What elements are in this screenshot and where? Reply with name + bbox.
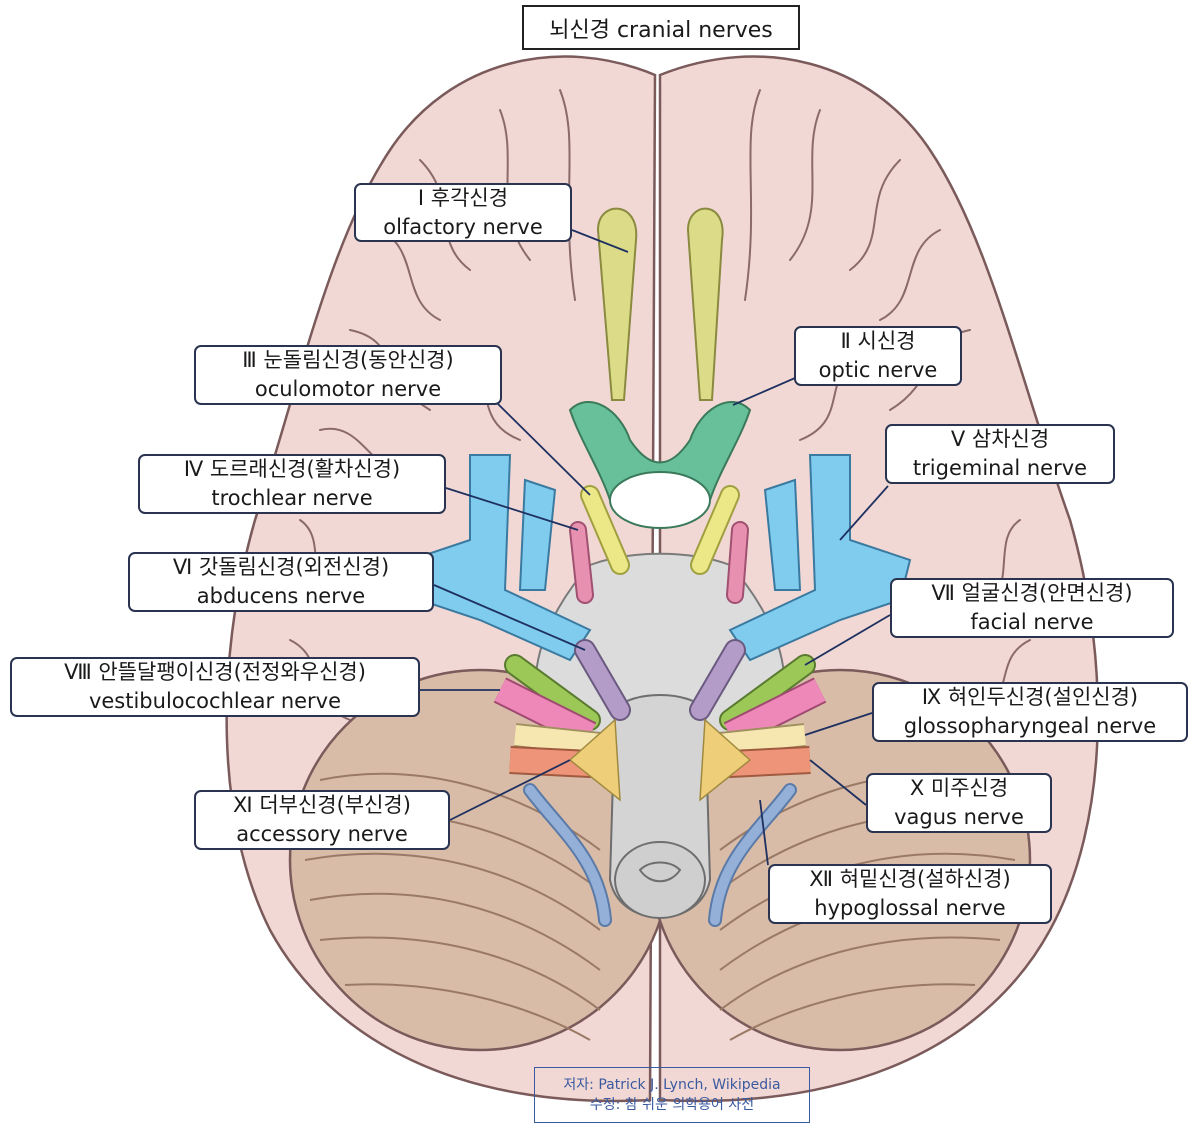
label-oculomotor-korean: Ⅲ 눈돌림신경(동안신경) xyxy=(242,348,454,372)
label-accessory: Ⅺ 더부신경(부신경) accessory nerve xyxy=(194,790,450,850)
label-trochlear-english: trochlear nerve xyxy=(211,486,373,510)
brainstem xyxy=(535,552,785,919)
optic-chiasm xyxy=(568,400,752,529)
credit-modifier: 수정: 참 쉬운 의학용어 사전 xyxy=(589,1097,755,1113)
label-abducens-english: abducens nerve xyxy=(196,584,366,608)
label-trigeminal-english: trigeminal nerve xyxy=(912,456,1088,480)
label-vestibulocochlear-english: vestibulocochlear nerve xyxy=(88,689,342,713)
label-vestibulocochlear-korean: Ⅷ 안뜰달팽이신경(전정와우신경) xyxy=(64,660,366,684)
label-olfactory-english: olfactory nerve xyxy=(383,214,543,239)
label-hypoglossal-korean: Ⅻ 혀밑신경(설하신경) xyxy=(809,867,1011,891)
oculomotor-nerves xyxy=(580,485,740,575)
label-facial-english: facial nerve xyxy=(970,610,1094,634)
label-glossopharyngeal-english: glossopharyngeal nerve xyxy=(903,714,1157,738)
label-vestibulocochlear: Ⅷ 안뜰달팽이신경(전정와우신경) vestibulocochlear nerv… xyxy=(10,657,420,717)
label-optic: Ⅱ 시신경 optic nerve xyxy=(794,326,962,386)
label-glossopharyngeal-korean: Ⅸ 혀인두신경(설인신경) xyxy=(921,685,1139,709)
label-accessory-english: accessory nerve xyxy=(236,822,408,846)
label-glossopharyngeal: Ⅸ 혀인두신경(설인신경) glossopharyngeal nerve xyxy=(872,682,1188,742)
label-hypoglossal: Ⅻ 혀밑신경(설하신경) hypoglossal nerve xyxy=(768,864,1052,924)
label-optic-korean: Ⅱ 시신경 xyxy=(840,329,916,353)
label-optic-english: optic nerve xyxy=(818,358,938,382)
label-trigeminal: Ⅴ 삼차신경 trigeminal nerve xyxy=(885,424,1115,484)
credit-author: 저자: Patrick J. Lynch, Wikipedia xyxy=(563,1077,781,1093)
label-vagus-korean: Ⅹ 미주신경 xyxy=(909,776,1009,800)
label-vagus: Ⅹ 미주신경 vagus nerve xyxy=(866,773,1052,833)
leader-lines xyxy=(420,229,891,866)
image-credit: 저자: Patrick J. Lynch, Wikipedia 수정: 참 쉬운… xyxy=(534,1067,810,1123)
trochlear-nerves xyxy=(569,521,749,604)
hypoglossal-nerves xyxy=(523,783,797,927)
label-olfactory: Ⅰ 후각신경 olfactory nerve xyxy=(354,183,572,242)
olfactory-tracts xyxy=(596,207,724,401)
abducens-nerves xyxy=(574,639,746,721)
label-trochlear: Ⅳ 도르래신경(활차신경) trochlear nerve xyxy=(138,454,446,514)
label-hypoglossal-english: hypoglossal nerve xyxy=(814,896,1006,920)
facial-nerves xyxy=(504,654,816,731)
label-facial-korean: Ⅶ 얼굴신경(안면신경) xyxy=(931,581,1133,605)
label-trigeminal-korean: Ⅴ 삼차신경 xyxy=(950,427,1050,451)
label-facial: Ⅶ 얼굴신경(안면신경) facial nerve xyxy=(890,578,1174,638)
label-vagus-english: vagus nerve xyxy=(894,805,1024,829)
label-accessory-korean: Ⅺ 더부신경(부신경) xyxy=(233,793,411,817)
vestibulocochlear-nerves xyxy=(493,677,827,748)
label-oculomotor: Ⅲ 눈돌림신경(동안신경) oculomotor nerve xyxy=(194,345,502,405)
label-trochlear-korean: Ⅳ 도르래신경(활차신경) xyxy=(183,457,401,481)
label-abducens-korean: Ⅵ 갓돌림신경(외전신경) xyxy=(172,555,390,579)
label-olfactory-korean: Ⅰ 후각신경 xyxy=(417,185,509,210)
trigeminal-nerves xyxy=(408,454,912,662)
diagram-title: 뇌신경 cranial nerves xyxy=(522,5,800,50)
label-abducens: Ⅵ 갓돌림신경(외전신경) abducens nerve xyxy=(128,552,434,612)
accessory-nerves xyxy=(568,718,752,802)
label-oculomotor-english: oculomotor nerve xyxy=(254,377,442,401)
